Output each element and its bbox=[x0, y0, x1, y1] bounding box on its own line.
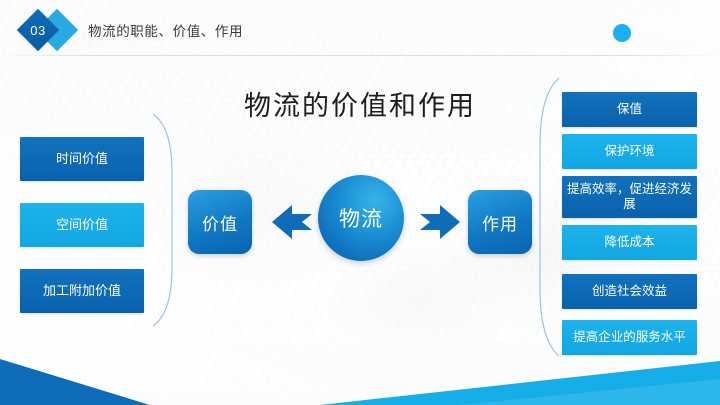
section-number-badge: 03 bbox=[16, 8, 84, 52]
effect-item-box[interactable]: 提高企业的服务水平 bbox=[562, 320, 697, 355]
arrow-right-icon bbox=[412, 203, 460, 241]
value-item-box[interactable]: 空间价值 bbox=[20, 203, 144, 247]
corner-triangle-bottom-left bbox=[0, 359, 150, 405]
value-item-box[interactable]: 时间价值 bbox=[20, 137, 144, 181]
left-group-bracket bbox=[150, 112, 176, 328]
section-number-label: 03 bbox=[30, 22, 46, 38]
effect-item-box[interactable]: 保值 bbox=[562, 92, 697, 127]
effect-item-box[interactable]: 降低成本 bbox=[562, 225, 697, 260]
decorative-circle-icon bbox=[613, 24, 631, 42]
effect-item-box[interactable]: 创造社会效益 bbox=[562, 274, 697, 309]
header-title: 物流的职能、价值、作用 bbox=[88, 24, 244, 39]
effect-node-button[interactable]: 作用 bbox=[468, 190, 532, 254]
value-node-button[interactable]: 价值 bbox=[188, 190, 252, 254]
page-title: 物流的价值和作用 bbox=[244, 91, 476, 121]
right-group-bracket bbox=[536, 76, 562, 358]
value-item-box[interactable]: 加工附加价值 bbox=[20, 269, 144, 313]
arrow-left-icon bbox=[272, 203, 320, 241]
header-divider bbox=[0, 55, 720, 56]
logistics-hub-node[interactable]: 物流 bbox=[318, 175, 404, 261]
effect-item-box[interactable]: 保护环境 bbox=[562, 134, 697, 169]
effect-item-box[interactable]: 提高效率，促进经济发展 bbox=[562, 176, 697, 218]
